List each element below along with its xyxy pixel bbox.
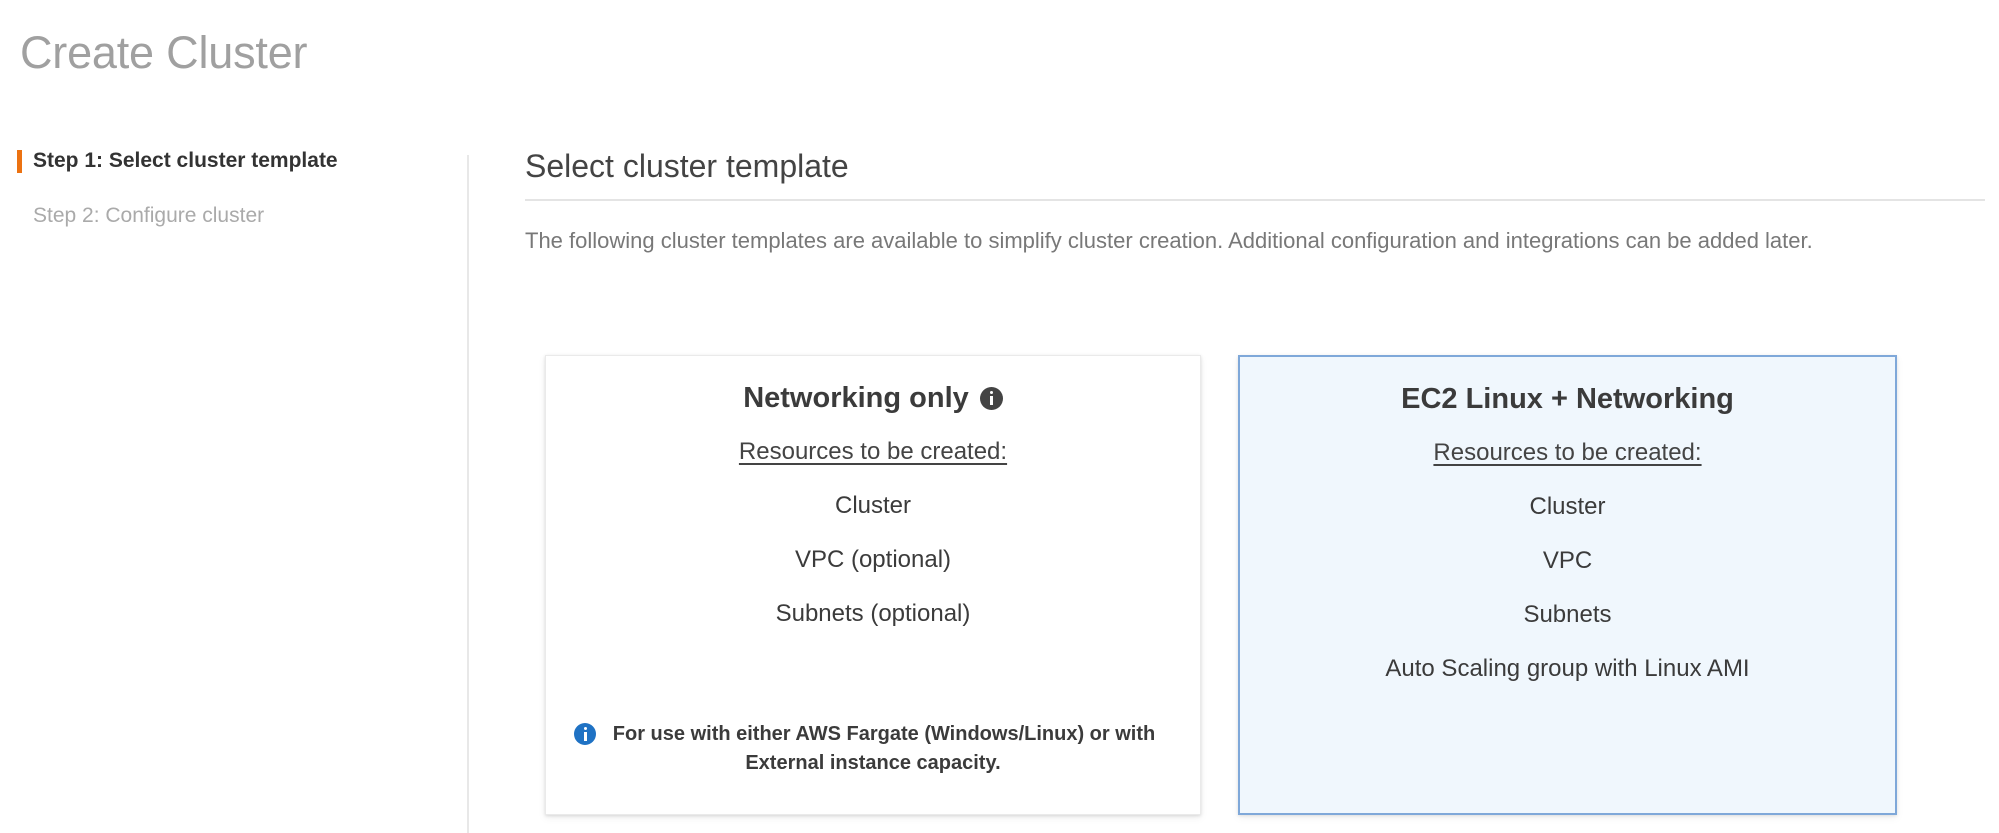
- section-title: Select cluster template: [525, 148, 849, 184]
- active-step-marker: [17, 150, 22, 173]
- wizard-step-sidebar: Step 1: Select cluster template Step 2: …: [0, 148, 468, 833]
- template-card-networking-only[interactable]: Networking only Resources to be created:…: [545, 355, 1201, 815]
- card-title-row: Networking only: [574, 381, 1172, 416]
- card-title-row: EC2 Linux + Networking: [1268, 382, 1867, 417]
- sidebar-item-step-2-label: Step 2: Configure cluster: [33, 204, 265, 228]
- card-title-networking-only: Networking only: [743, 382, 969, 414]
- resource-item: Cluster: [834, 491, 912, 519]
- info-icon: [574, 723, 596, 745]
- resource-item: Cluster: [1529, 492, 1606, 520]
- template-card-list: Networking only Resources to be created:…: [545, 355, 1897, 820]
- resource-item: Subnets (optional): [775, 599, 971, 627]
- sidebar-item-step-1[interactable]: Step 1: Select cluster template: [0, 148, 468, 173]
- template-card-ec2-linux-networking[interactable]: EC2 Linux + Networking Resources to be c…: [1238, 355, 1897, 815]
- sidebar-vertical-divider: [467, 155, 469, 833]
- section-title-divider: [525, 198, 1985, 201]
- card-footer-note: For use with either AWS Fargate (Windows…: [574, 720, 1172, 778]
- card-footer-note-text: For use with either AWS Fargate (Windows…: [612, 723, 1156, 774]
- sidebar-item-step-2[interactable]: Step 2: Configure cluster: [0, 203, 468, 228]
- resource-item: Auto Scaling group with Linux AMI: [1385, 654, 1750, 682]
- resource-item: VPC (optional): [794, 545, 952, 573]
- main-content: Select cluster template The following cl…: [525, 148, 1985, 278]
- sidebar-item-step-1-label: Step 1: Select cluster template: [33, 149, 338, 172]
- card-title-ec2-linux-networking: EC2 Linux + Networking: [1401, 383, 1734, 415]
- resource-item: VPC: [1542, 546, 1593, 574]
- resources-heading: Resources to be created:: [738, 437, 1008, 465]
- page-title: Create Cluster: [20, 27, 308, 78]
- resource-item: Subnets: [1523, 600, 1612, 628]
- section-description: The following cluster templates are avai…: [525, 227, 1813, 253]
- resources-heading: Resources to be created:: [1433, 438, 1702, 466]
- info-icon[interactable]: [979, 386, 1003, 410]
